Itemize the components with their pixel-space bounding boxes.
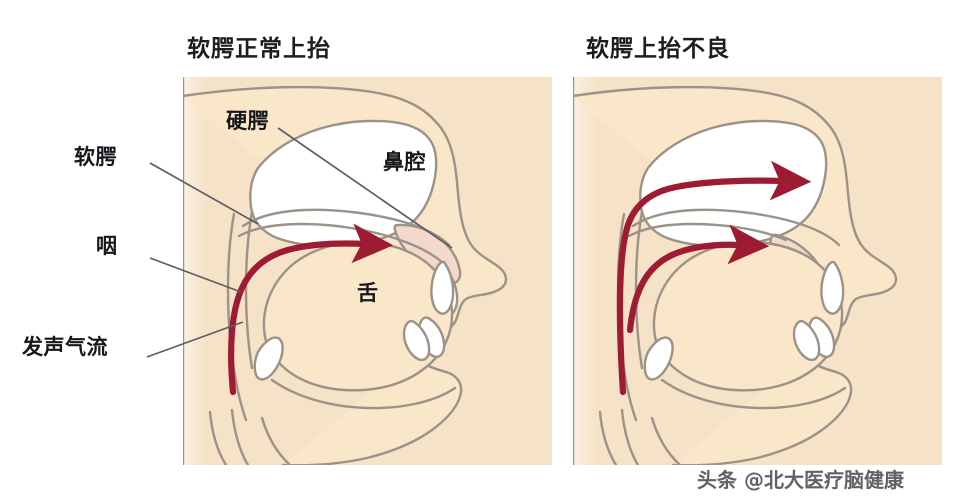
leader-hard-palate xyxy=(277,127,453,249)
callout-label-soft-palate: 软腭 xyxy=(74,145,117,169)
leader-pharynx xyxy=(149,257,242,293)
inner-label-nasal-cavity: 鼻腔 xyxy=(383,150,426,174)
leader-airflow xyxy=(146,321,244,358)
leader-soft-palate xyxy=(149,162,259,225)
leader-lines xyxy=(146,127,453,358)
inner-label-tongue: 舌 xyxy=(357,281,379,305)
panel-impaired-artwork xyxy=(573,77,942,465)
panel-title-impaired: 软腭上抬不良 xyxy=(586,36,730,62)
airflow-arrow-oral xyxy=(626,224,770,334)
airflow-arrow-nasal xyxy=(616,160,812,396)
airflow-arrow-oral xyxy=(228,223,394,396)
callout-label-pharynx: 咽 xyxy=(96,234,118,258)
callout-label-airflow: 发声气流 xyxy=(22,335,108,359)
panel-normal-artwork xyxy=(183,77,552,465)
panel-title-normal: 软腭正常上抬 xyxy=(187,36,331,62)
watermark: 头条 @北大医疗脑健康 xyxy=(697,468,904,492)
inner-label-hard-palate: 硬腭 xyxy=(226,109,269,133)
